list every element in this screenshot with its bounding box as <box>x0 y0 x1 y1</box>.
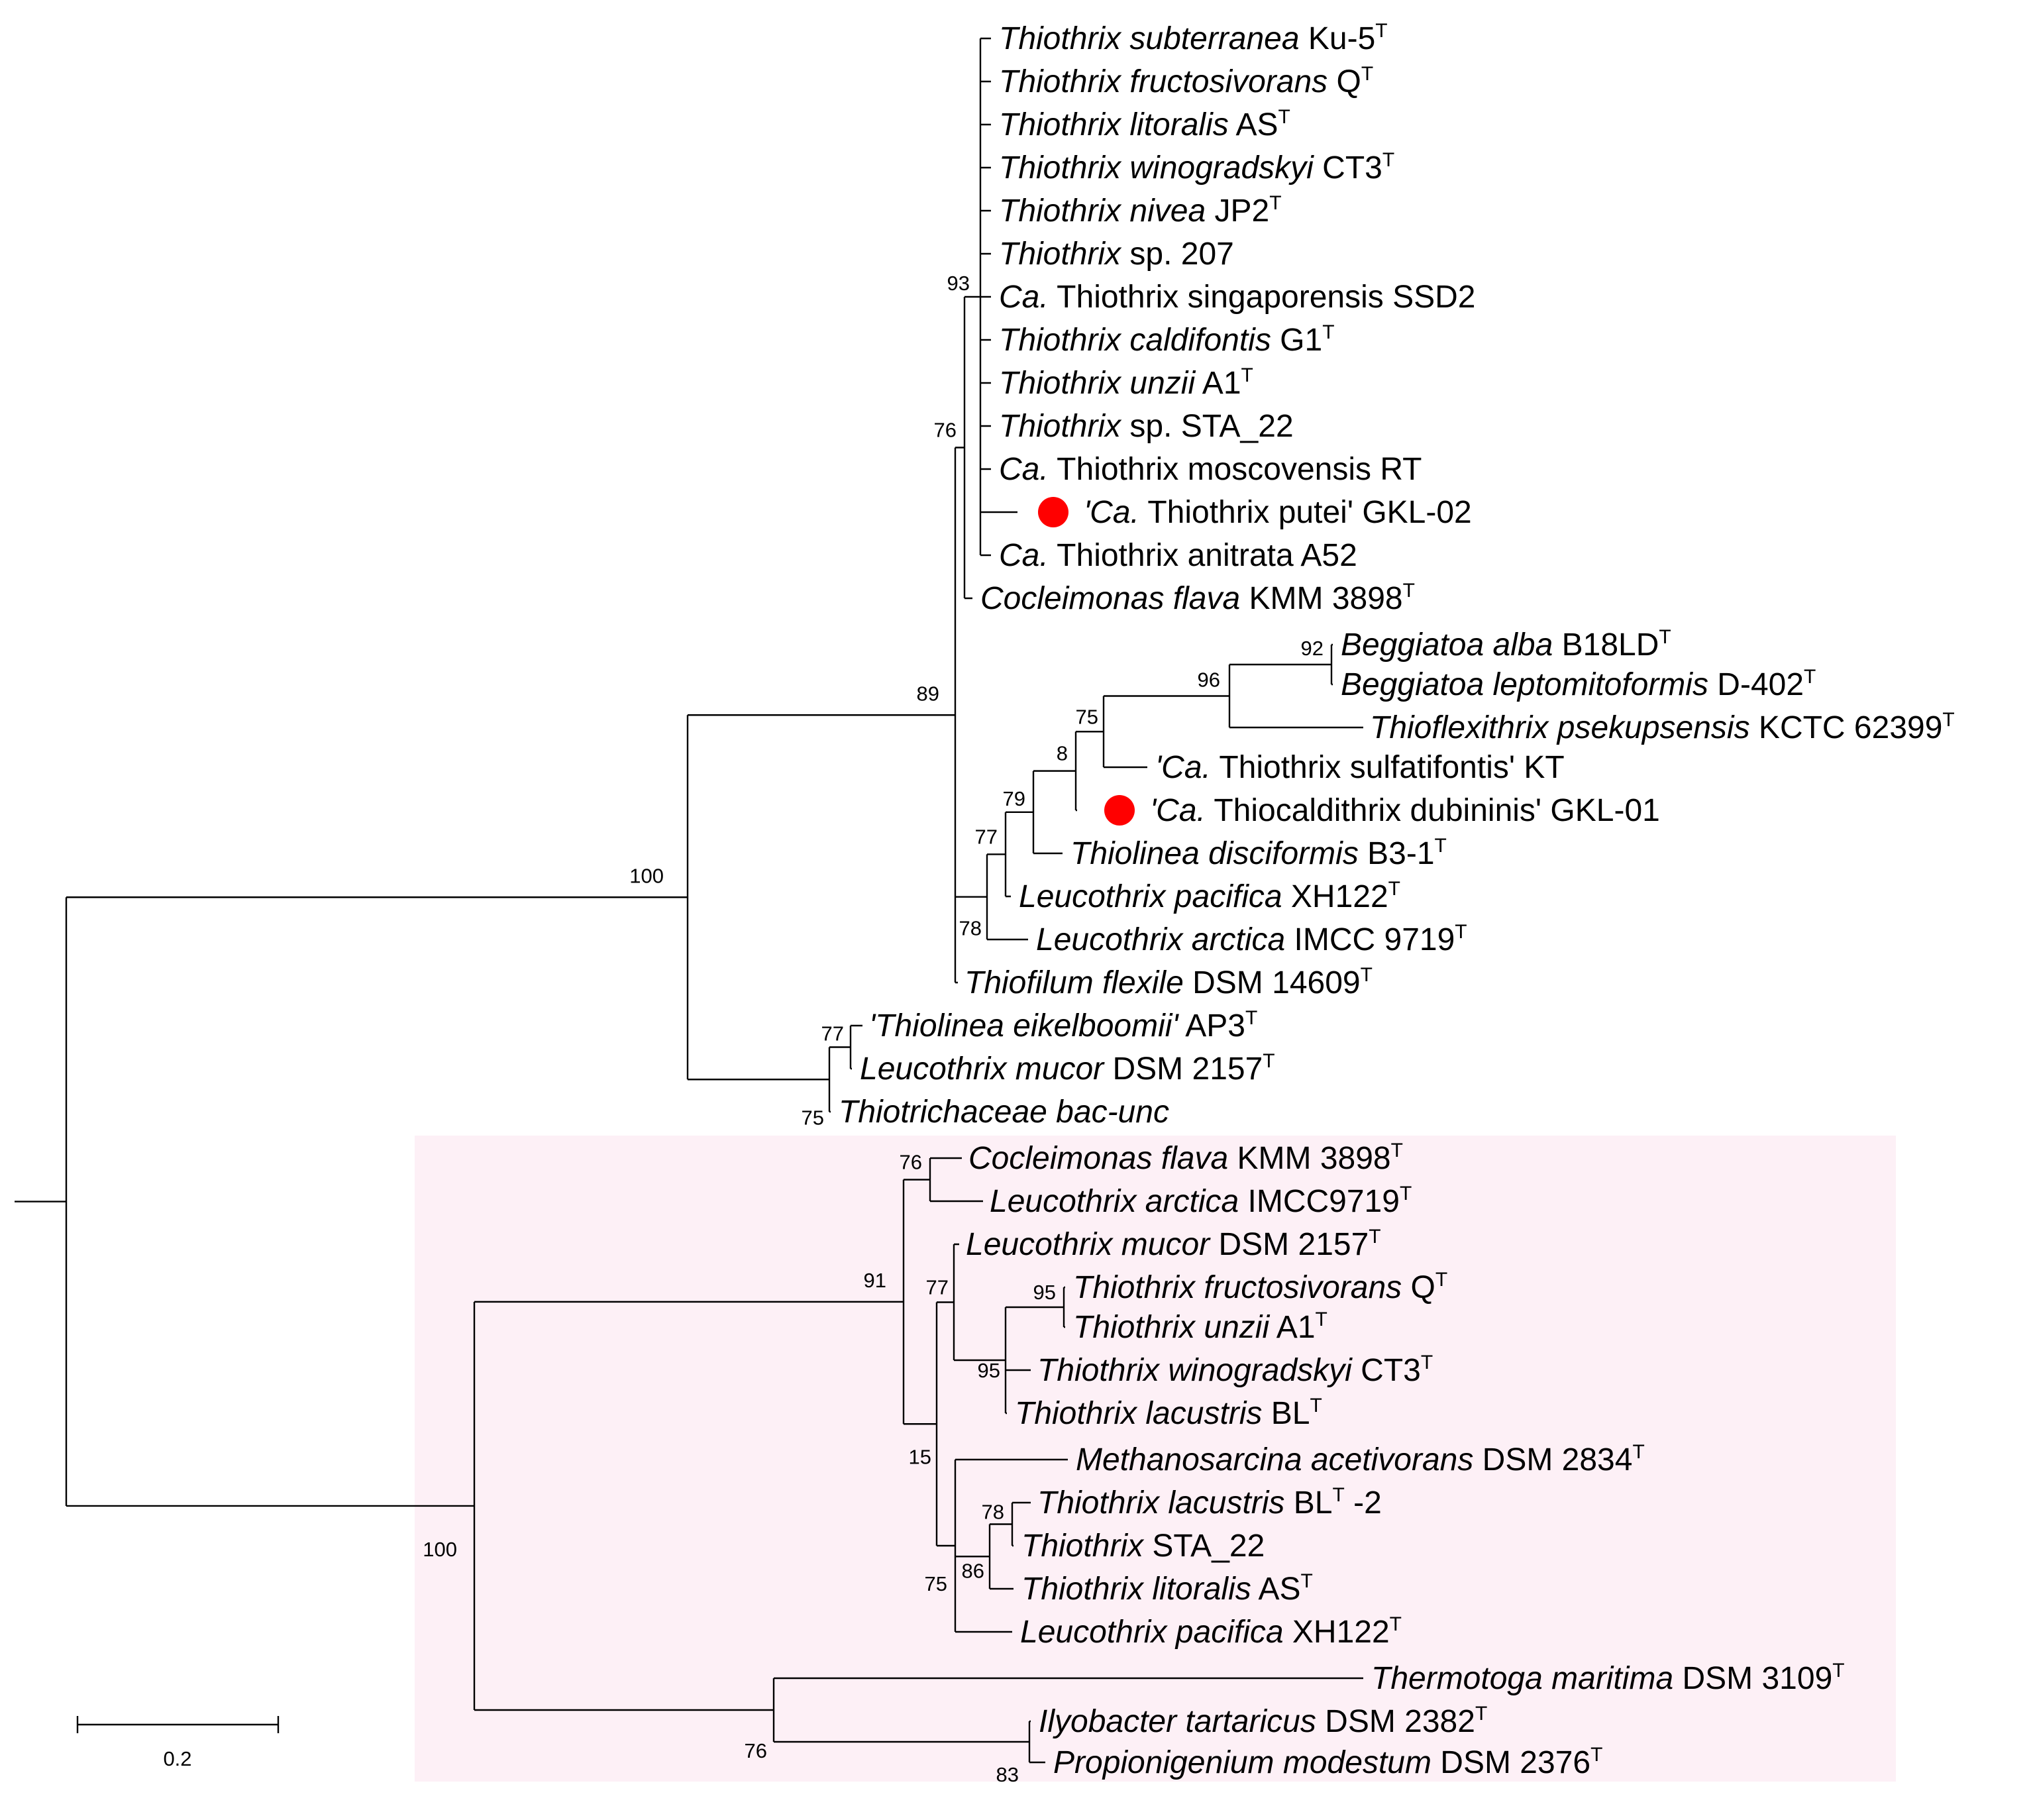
taxon-label: Ca. Thiothrix moscovensis RT <box>999 452 1422 487</box>
taxon-label: Leucothrix mucor DSM 2157T <box>966 1226 1381 1262</box>
taxon-label: Methanosarcina acetivorans DSM 2834T <box>1076 1441 1645 1477</box>
taxon-label: Thiothrix winogradskyi CT3T <box>999 149 1394 186</box>
bootstrap-value: 75 <box>1076 705 1098 728</box>
bootstrap-value: 86 <box>962 1559 984 1582</box>
taxon-label: Thiolinea disciformis B3-1T <box>1070 835 1447 871</box>
taxon-label: Thiothrix lacustris BLT <box>1015 1395 1322 1431</box>
taxon-label: Thiothrix winogradskyi CT3T <box>1037 1352 1433 1388</box>
red-dot-marker <box>1104 795 1135 826</box>
taxon-label: Thiothrix sp. STA_22 <box>999 409 1294 444</box>
taxon-label: 'Ca. Thiocaldithrix dubininis' GKL-01 <box>1150 793 1660 828</box>
red-dot-marker <box>1038 497 1068 527</box>
bootstrap-value: 75 <box>802 1106 824 1129</box>
taxon-label: Thiothrix subterranea Ku-5T <box>999 20 1388 56</box>
taxon-label: Beggiatoa alba B18LDT <box>1341 626 1671 663</box>
taxon-label: Ca. Thiothrix anitrata A52 <box>999 538 1357 573</box>
tree-branches <box>15 37 1363 1764</box>
taxon-label: 'Ca. Thiothrix sulfatifontis' KT <box>1155 750 1565 785</box>
taxon-label: Thiothrix unzii A1T <box>1073 1309 1327 1345</box>
bootstrap-value: 96 <box>1198 669 1220 692</box>
highlight-region <box>415 1136 1896 1782</box>
bootstrap-value: 79 <box>1003 787 1025 810</box>
scale-bar-line <box>76 1716 280 1733</box>
taxon-labels: Thiothrix subterranea Ku-5T Thiothrix fru… <box>839 20 1955 1780</box>
taxon-label: Thiothrix fructosivorans QT <box>999 63 1373 99</box>
bootstrap-value: 100 <box>423 1538 457 1561</box>
bootstrap-value: 91 <box>864 1269 886 1292</box>
bootstrap-value: 78 <box>982 1501 1004 1524</box>
taxon-label: Leucothrix arctica IMCC9719T <box>990 1183 1412 1219</box>
taxon-label: Thiothrix litoralis AST <box>999 106 1290 142</box>
bootstrap-value: 95 <box>978 1359 1000 1382</box>
bootstrap-value: 78 <box>959 917 982 940</box>
taxon-label: Ca. Thiothrix singaporensis SSD2 <box>999 280 1475 315</box>
bootstrap-value: 76 <box>934 419 957 442</box>
taxon-label: Leucothrix arctica IMCC 9719T <box>1036 921 1467 957</box>
scale-bar: 0.2 <box>76 1716 280 1770</box>
taxon-label: Cocleimonas flava KMM 3898T <box>968 1140 1403 1176</box>
bootstrap-value: 77 <box>975 825 998 848</box>
taxon-label: Thiothrix lacustris BLT -2 <box>1037 1484 1382 1521</box>
taxon-label: Beggiatoa leptomitoformis D-402T <box>1341 666 1816 702</box>
taxon-label: Thiothrix sp. 207 <box>999 237 1234 272</box>
branch-lines <box>15 37 1363 1764</box>
bootstrap-value: 77 <box>821 1022 844 1045</box>
bootstrap-value: 76 <box>900 1151 922 1174</box>
bootstrap-value: 77 <box>926 1276 949 1299</box>
bootstrap-value: 93 <box>947 272 970 295</box>
scale-bar-label: 0.2 <box>163 1747 191 1770</box>
taxon-label: Leucothrix mucor DSM 2157T <box>860 1050 1275 1087</box>
taxon-label: Thiotrichaceae bac-unc <box>839 1095 1169 1130</box>
taxon-label: Thermotoga maritima DSM 3109T <box>1371 1660 1845 1696</box>
bootstrap-value: 76 <box>745 1739 767 1762</box>
bootstrap-value: 92 <box>1301 637 1324 660</box>
bootstrap-value: 89 <box>917 682 939 705</box>
taxon-label: Propionigenium modestum DSM 2376T <box>1053 1744 1602 1780</box>
highlight-markers <box>1038 497 1135 826</box>
taxon-label: 'Ca. Thiothrix putei' GKL-02 <box>1084 495 1472 530</box>
taxon-label: Thiothrix caldifontis G1T <box>999 321 1335 358</box>
taxon-label: Thiothrix fructosivorans QT <box>1073 1269 1447 1305</box>
bootstrap-value: 100 <box>629 864 664 887</box>
bootstrap-value: 75 <box>925 1572 947 1595</box>
taxon-label: Leucothrix pacifica XH122T <box>1019 878 1400 914</box>
bootstrap-value: 95 <box>1033 1281 1056 1304</box>
taxon-label: Thiothrix nivea JP2T <box>999 192 1282 229</box>
taxon-label: Thiothrix litoralis AST <box>1021 1570 1313 1607</box>
taxon-label: Ilyobacter tartaricus DSM 2382T <box>1039 1703 1487 1739</box>
bootstrap-value: 83 <box>996 1763 1019 1786</box>
bootstrap-value: 8 <box>1057 742 1068 765</box>
taxon-label: Thioflexithrix psekupsensis KCTC 62399T <box>1370 709 1955 745</box>
taxon-label: Thiothrix STA_22 <box>1021 1528 1265 1564</box>
bootstrap-value: 15 <box>909 1445 931 1468</box>
taxon-label: Thiothrix unzii A1T <box>999 364 1253 401</box>
taxon-label: Leucothrix pacifica XH122T <box>1020 1613 1402 1650</box>
taxon-label: 'Thiolinea eikelboomii' AP3T <box>869 1007 1257 1044</box>
taxon-label: Thiofilum flexile DSM 14609T <box>964 964 1373 1000</box>
taxon-label: Cocleimonas flava KMM 3898T <box>980 580 1415 616</box>
